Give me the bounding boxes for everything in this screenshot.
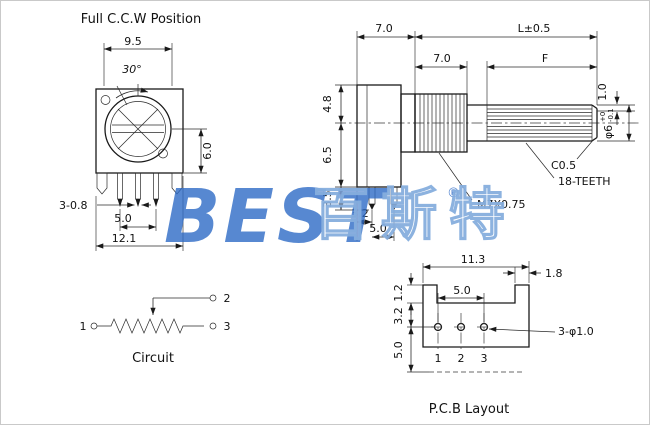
front-view-title: Full C.C.W Position — [81, 12, 201, 27]
resistor-element — [97, 318, 204, 334]
pcb-pin-1-label: 1 — [435, 352, 442, 365]
pcb-holes — [431, 313, 491, 351]
pcb-dim-row-offset: 3.2 — [392, 302, 434, 328]
side-dim-thread-length: 7.0 — [414, 52, 468, 94]
terminal-3-node — [209, 322, 217, 330]
terminal-1-node — [90, 322, 98, 330]
pcb-title: P.C.B Layout — [429, 402, 509, 417]
dim-overall-width: 12.1 — [112, 232, 137, 245]
label-pcb-holes: 3-φ1.0 — [558, 325, 594, 338]
side-note-chamfer: C0.5 — [551, 138, 595, 172]
side-shaft — [467, 104, 598, 142]
dim-pcb-hole-span: 5.0 — [453, 284, 471, 297]
watermark: BEST ® 百斯特 — [164, 174, 517, 260]
terminal-1-label: 1 — [80, 320, 87, 333]
watermark-cjk: 百斯特 — [313, 183, 517, 248]
side-left-dims: 4.8 6.5 3.5 — [321, 84, 369, 211]
pcb-outline — [422, 284, 530, 348]
label-teeth: 18-TEETH — [558, 175, 611, 188]
dim-pcb-ear-height: 1.2 — [392, 284, 405, 302]
dim-upper-height: 4.8 — [321, 95, 334, 113]
front-terminals — [96, 172, 183, 207]
pcb-dim-overall-width: 11.3 — [422, 253, 530, 283]
circuit-diagram: 1 2 3 Circuit — [80, 292, 231, 366]
pcb-layout: 11.3 1.8 1.2 5.0 3.2 — [392, 253, 594, 417]
dim-rotation-angle: 30° — [122, 63, 142, 76]
terminal-3-label: 3 — [224, 320, 231, 333]
dim-center-to-bottom: 6.0 — [201, 142, 214, 160]
label-chamfer: C0.5 — [551, 159, 576, 172]
dim-terminal-length: 3.5 — [321, 190, 334, 208]
dim-shaft-diameter: φ6 — [602, 125, 615, 139]
dim-flat-depth: 1.0 — [596, 83, 609, 101]
side-terminals — [368, 186, 398, 210]
side-dim-shaft-diameter: φ6 +0 -0.1 — [599, 104, 632, 142]
front-dim-top-width: 9.5 — [103, 35, 173, 86]
label-thread-spec: M7X0.75 — [477, 198, 526, 211]
front-dim-terminal-span: 5.0 — [114, 209, 157, 231]
dim-terminal-span: 5.0 — [114, 212, 132, 225]
side-note-thread-spec: M7X0.75 — [438, 152, 526, 211]
dim-pcb-overall-width: 11.3 — [461, 253, 486, 266]
pcb-dim-hole-span: 5.0 — [437, 284, 485, 322]
dim-lower-height: 6.5 — [321, 146, 334, 164]
front-angle-marking: 30° — [115, 63, 149, 106]
pcb-pin-3-label: 3 — [481, 352, 488, 365]
dim-shaft-tol-lower: -0.1 — [607, 108, 615, 122]
pcb-dim-edge-offset: 5.0 — [392, 326, 429, 373]
side-note-teeth: 18-TEETH — [525, 142, 611, 188]
front-body-outline — [95, 88, 184, 174]
front-view: Full C.C.W Position — [59, 12, 214, 251]
dim-flat-length: F — [542, 52, 548, 65]
dim-shaft-length: L±0.5 — [518, 22, 551, 35]
dim-terminal-width: 3-0.8 — [59, 199, 87, 212]
dim-shaft-tol-upper: +0 — [599, 112, 607, 122]
terminal-2-node — [209, 294, 217, 302]
dim-top-width: 9.5 — [124, 35, 142, 48]
side-dim-flat-length: F — [486, 52, 598, 105]
watermark-registered-mark: ® — [447, 186, 460, 201]
front-dim-overall-width: 12.1 — [95, 176, 184, 251]
side-body-outline — [356, 84, 468, 188]
circuit-title: Circuit — [132, 351, 174, 366]
dim-terminal-offset: 3.2 — [351, 207, 369, 220]
watermark-brand: BEST — [164, 174, 389, 260]
dim-pcb-edge-offset: 5.0 — [392, 341, 405, 359]
pcb-note-holes: 3-φ1.0 — [488, 325, 594, 338]
pcb-dim-ear-height: 1.2 — [392, 273, 423, 315]
pcb-pin-2-label: 2 — [458, 352, 465, 365]
dim-terminal-pitch: 5.0 — [369, 222, 387, 235]
front-dim-terminal-width: 3-0.8 — [59, 199, 151, 212]
side-dim-body-depth: 7.0 — [356, 22, 416, 94]
front-dim-height: 6.0 — [172, 128, 214, 174]
side-view: 7.0 L±0.5 7.0 F 1.0 φ — [321, 22, 639, 241]
side-bottom-dims: 3.2 5.0 — [351, 187, 395, 241]
dim-pcb-row-offset: 3.2 — [392, 307, 405, 325]
dim-pcb-ear-width: 1.8 — [545, 267, 563, 280]
terminal-2-label: 2 — [224, 292, 231, 305]
dim-thread-length: 7.0 — [433, 52, 451, 65]
dim-body-depth: 7.0 — [375, 22, 393, 35]
pcb-dim-ear-width: 1.8 — [503, 267, 563, 283]
